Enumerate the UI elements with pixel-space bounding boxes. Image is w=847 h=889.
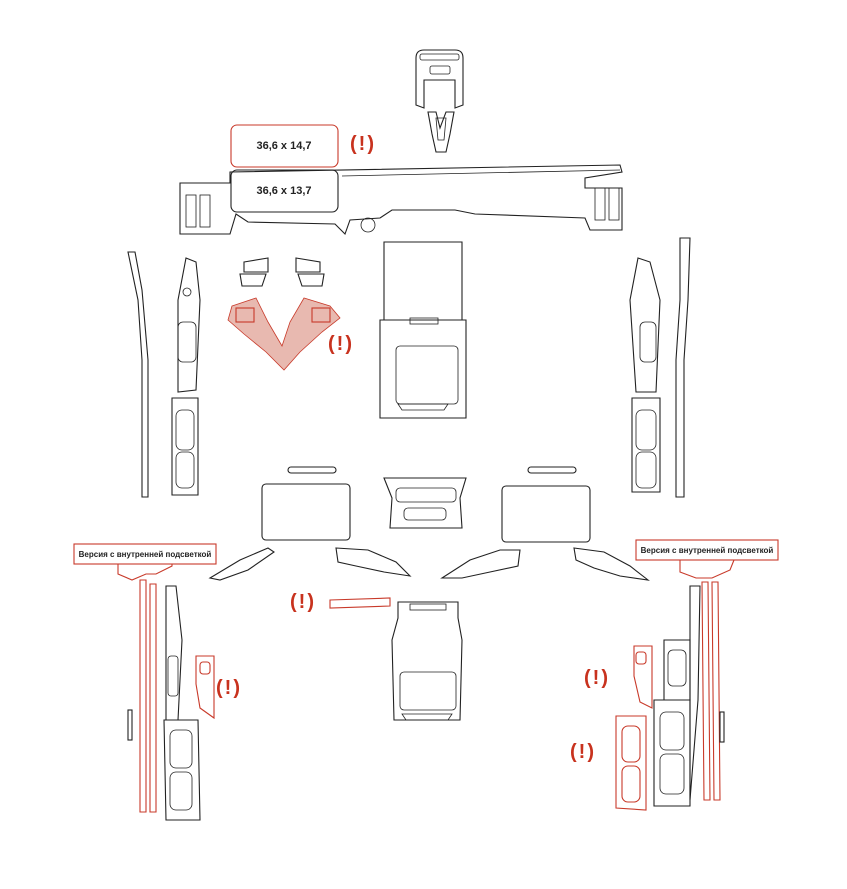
right-lower-red-handle <box>615 715 647 811</box>
right-wing-trim-a <box>440 549 521 579</box>
left-lower-red-strips <box>139 579 157 813</box>
right-lower-door-panel <box>653 585 725 807</box>
right-version-note: Версия с внутренней подсветкой <box>641 546 774 555</box>
left-a-pillar-part <box>127 251 149 498</box>
warning-mark-left-switch: (!) <box>216 677 242 699</box>
left-door-handle-part <box>171 397 199 496</box>
right-wing-trim-b <box>573 547 650 581</box>
right-rear-screen <box>501 485 591 543</box>
left-vent-strip <box>287 466 337 474</box>
left-wing-trim-a <box>208 547 275 581</box>
left-version-callout: Версия с внутренней подсветкой <box>73 543 217 581</box>
right-version-callout: Версия с внутренней подсветкой <box>635 539 779 579</box>
left-lower-door-panel <box>127 585 201 821</box>
dimension-label-bottom: 36,6 x 13,7 <box>256 185 311 197</box>
right-a-pillar-part <box>675 237 691 498</box>
steering-buttons-part <box>239 257 325 287</box>
warning-mark-screen: (!) <box>350 133 376 155</box>
steering-wheel-trim-red <box>227 297 341 371</box>
screen-film-top: 36,6 x 14,7 <box>230 124 339 168</box>
shifter-panel-part <box>415 49 464 153</box>
center-console-upper <box>379 241 467 419</box>
left-version-note: Версия с внутренней подсветкой <box>79 550 212 559</box>
warning-mark-center-trim: (!) <box>290 591 316 613</box>
left-lower-red-switch <box>195 655 215 720</box>
warning-mark-right-switch: (!) <box>584 667 610 689</box>
dimension-label-top: 36,6 x 14,7 <box>256 140 311 152</box>
dashboard-trim-part: 36,6 x 13,7 <box>179 164 623 236</box>
center-console-lower <box>391 601 463 721</box>
right-lower-red-strips <box>701 581 721 801</box>
right-lower-red-switch <box>633 645 653 709</box>
center-trim-red <box>329 597 391 609</box>
warning-mark-right-handle: (!) <box>570 741 596 763</box>
rear-center-vent <box>383 477 467 529</box>
left-rear-screen <box>261 483 351 541</box>
right-vent-strip <box>527 466 577 474</box>
right-door-handle-part <box>631 397 661 493</box>
left-wing-trim-b <box>335 547 412 577</box>
left-window-switch-panel <box>177 257 201 393</box>
right-window-switch-panel <box>629 257 661 393</box>
warning-mark-steering: (!) <box>328 333 354 355</box>
